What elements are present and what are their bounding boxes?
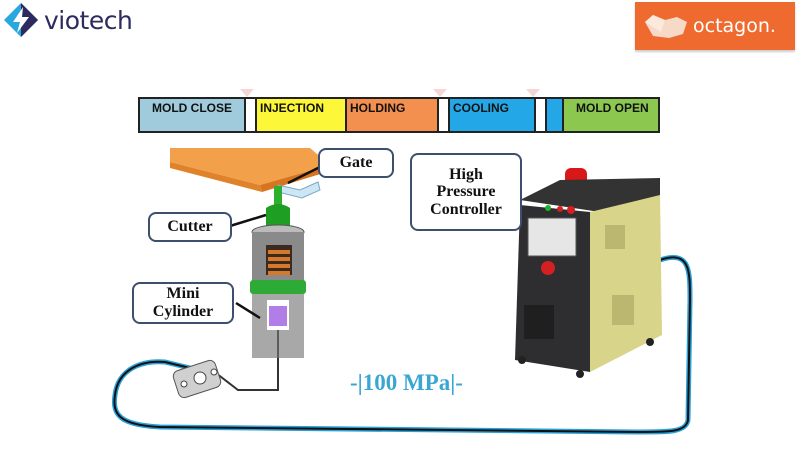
- cutter-arrow: [229, 213, 267, 228]
- phase-gap: [439, 99, 450, 131]
- phase-injection: INJECTION: [257, 99, 347, 131]
- mini-cylinder-arrow: [235, 301, 261, 320]
- callout-cutter-text: Cutter: [167, 218, 213, 236]
- callout-gate-text: Gate: [339, 154, 373, 172]
- mold-plate: [170, 148, 330, 192]
- viotech-wordmark: viotech: [44, 5, 133, 35]
- callout-mini-cylinder: Mini Cylinder: [132, 282, 234, 324]
- high-pressure-controller: [515, 168, 662, 378]
- callout-controller-line1: High: [449, 165, 483, 183]
- phase-cooling-tail: [547, 99, 564, 131]
- callout-cutter: Cutter: [148, 212, 232, 242]
- phase-marker: [240, 89, 254, 97]
- callout-high-pressure-controller: High Pressure Controller: [410, 153, 522, 231]
- phase-mold-open: MOLD OPEN: [564, 99, 658, 131]
- phase-cooling: COOLING: [450, 99, 536, 131]
- lightning-diamond-icon: [4, 3, 38, 37]
- viotech-logo: viotech: [2, 2, 133, 38]
- phase-marker: [526, 89, 540, 97]
- cutter: [266, 186, 290, 230]
- callout-controller-line3: Controller: [430, 200, 502, 218]
- callout-gate: Gate: [318, 148, 394, 178]
- phase-mold-close: MOLD CLOSE: [140, 99, 246, 131]
- phase-gap: [536, 99, 547, 131]
- mini-cylinder: [211, 224, 306, 391]
- phase-marker: [433, 89, 447, 97]
- phase-gap: [246, 99, 257, 131]
- pressure-fitting: [172, 359, 222, 399]
- octagon-mark-icon: [645, 15, 687, 38]
- pressure-label: -|100 MPa|-: [350, 370, 463, 395]
- octagon-logo: octagon.: [635, 2, 795, 50]
- molding-cycle-bar: MOLD CLOSE INJECTION HOLDING COOLING MOL…: [138, 97, 660, 133]
- phase-holding: HOLDING: [347, 99, 439, 131]
- callout-mini-cylinder-line2: Cylinder: [152, 303, 214, 320]
- callout-mini-cylinder-line1: Mini: [166, 285, 200, 303]
- gate-arrow: [287, 164, 323, 185]
- pressure-hose-inner: [113, 256, 692, 434]
- callout-controller-line2: Pressure: [436, 183, 496, 201]
- octagon-wordmark: octagon.: [693, 15, 776, 37]
